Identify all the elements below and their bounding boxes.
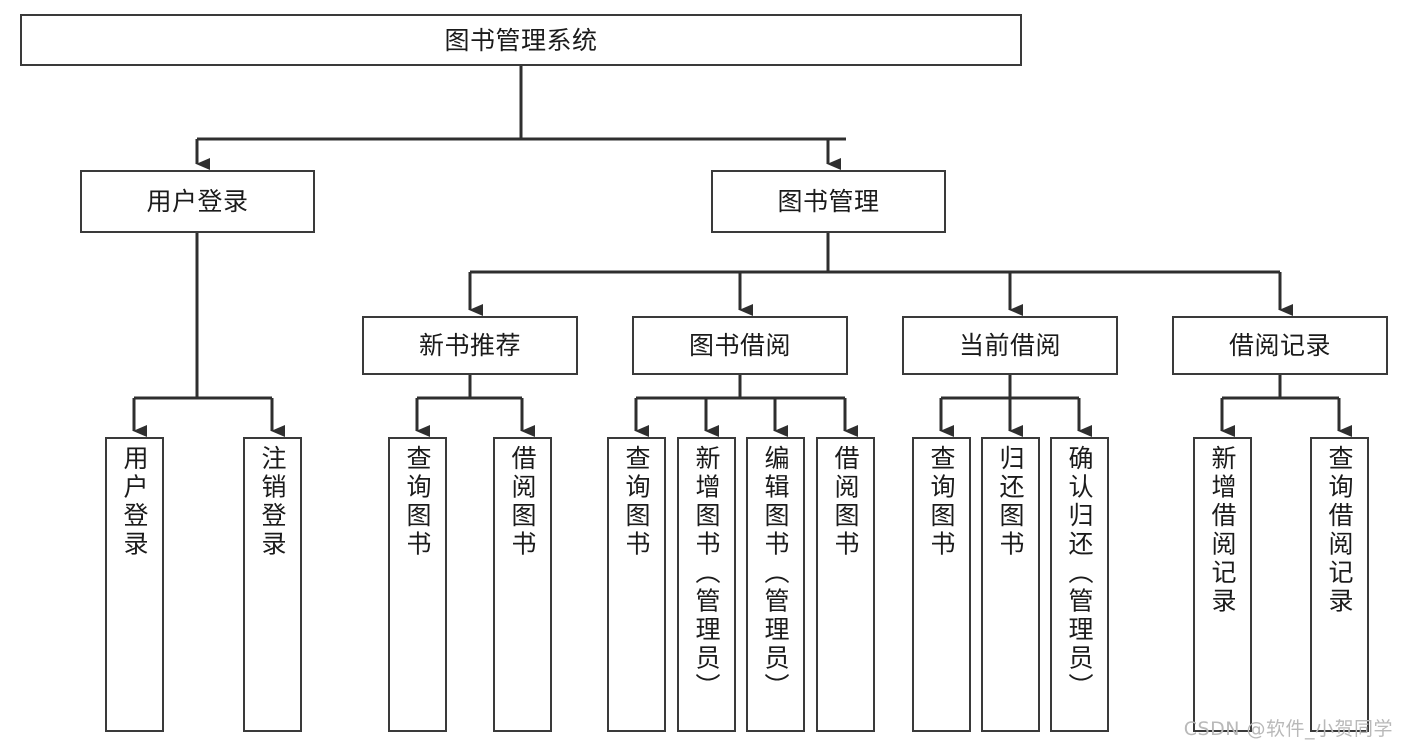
node-current-borrow[interactable]: 当前借阅: [902, 316, 1118, 375]
node-label: 归还图书: [996, 445, 1025, 559]
node-label: 图书管理系统: [444, 25, 598, 55]
node-book-borrow[interactable]: 图书借阅: [632, 316, 848, 375]
node-label: 查询借阅记录: [1325, 445, 1354, 616]
node-root-system[interactable]: 图书管理系统: [20, 14, 1022, 66]
node-label: 借阅图书: [508, 445, 537, 559]
node-leaf-add-book[interactable]: 新增图书（管理员）: [677, 437, 736, 732]
node-label: 用户登录: [120, 445, 149, 559]
node-label: 当前借阅: [958, 331, 1061, 360]
node-label: 新书推荐: [418, 331, 521, 360]
node-new-book-recommend[interactable]: 新书推荐: [362, 316, 578, 375]
node-leaf-user-login[interactable]: 用户登录: [105, 437, 164, 732]
node-label: 借阅记录: [1228, 331, 1331, 360]
node-label: 确认归还（管理员）: [1065, 445, 1094, 702]
node-label: 查询图书: [622, 445, 651, 559]
node-label: 新增借阅记录: [1208, 445, 1237, 616]
node-leaf-confirm-return[interactable]: 确认归还（管理员）: [1050, 437, 1109, 732]
node-leaf-query-book-3[interactable]: 查询图书: [912, 437, 971, 732]
node-leaf-user-logout[interactable]: 注销登录: [243, 437, 302, 732]
node-book-manage[interactable]: 图书管理: [711, 170, 946, 233]
node-leaf-borrow-book-2[interactable]: 借阅图书: [816, 437, 875, 732]
node-leaf-return-book[interactable]: 归还图书: [981, 437, 1040, 732]
node-leaf-borrow-book-1[interactable]: 借阅图书: [493, 437, 552, 732]
node-user-login[interactable]: 用户登录: [80, 170, 315, 233]
node-label: 图书管理: [777, 187, 880, 216]
node-label: 新增图书（管理员）: [692, 445, 721, 702]
node-borrow-record[interactable]: 借阅记录: [1172, 316, 1388, 375]
node-label: 用户登录: [146, 187, 249, 216]
node-label: 注销登录: [258, 445, 287, 559]
node-label: 查询图书: [927, 445, 956, 559]
node-label: 图书借阅: [688, 331, 791, 360]
node-leaf-query-record[interactable]: 查询借阅记录: [1310, 437, 1369, 732]
node-leaf-query-book-1[interactable]: 查询图书: [388, 437, 447, 732]
node-label: 借阅图书: [831, 445, 860, 559]
node-leaf-query-book-2[interactable]: 查询图书: [607, 437, 666, 732]
node-leaf-add-record[interactable]: 新增借阅记录: [1193, 437, 1252, 732]
node-leaf-edit-book[interactable]: 编辑图书（管理员）: [746, 437, 805, 732]
node-label: 查询图书: [403, 445, 432, 559]
node-label: 编辑图书（管理员）: [761, 445, 790, 702]
